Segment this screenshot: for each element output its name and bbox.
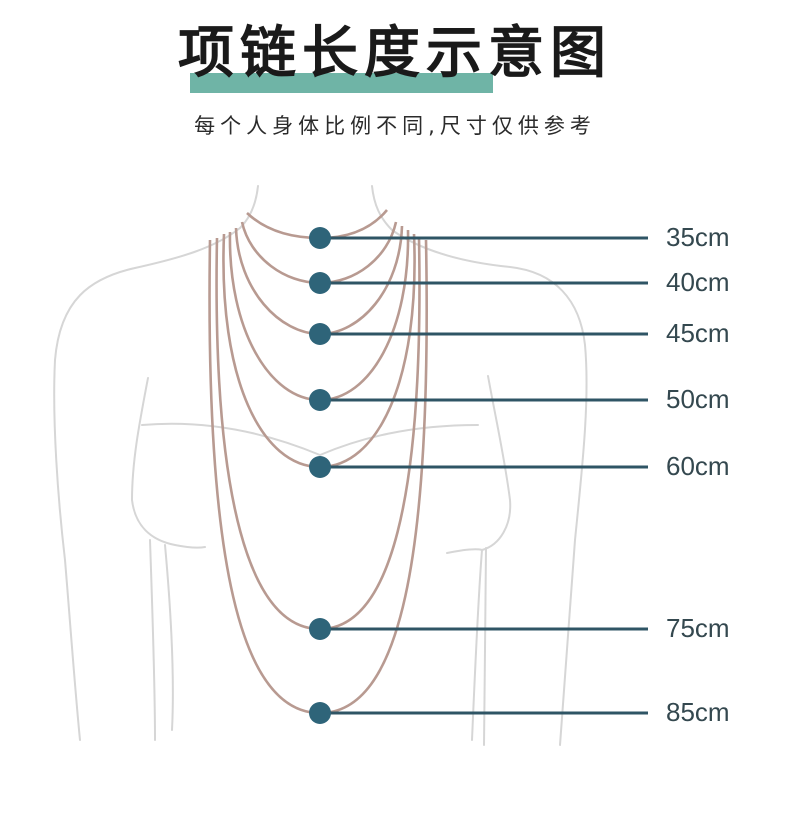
length-label-40cm: 40cm [666, 267, 730, 297]
length-label-35cm: 35cm [666, 222, 730, 252]
title-accent-bar [190, 73, 493, 93]
marker-75cm [309, 618, 648, 640]
page-title: 项链长度示意图 [178, 20, 612, 86]
marker-40cm [309, 272, 648, 294]
body-outline [53, 185, 588, 746]
marker-60cm [309, 456, 648, 478]
length-label-45cm: 45cm [666, 318, 730, 348]
length-label-75cm: 75cm [666, 613, 730, 643]
marker-50cm [309, 389, 648, 411]
marker-85cm [309, 702, 648, 724]
length-label-85cm: 85cm [666, 697, 730, 727]
marker-35cm [309, 227, 648, 249]
length-label-60cm: 60cm [666, 451, 730, 481]
subtitle: 每个人身体比例不同,尺寸仅供参考 [194, 114, 596, 138]
length-markers [309, 227, 648, 724]
header: 项链长度示意图 [0, 0, 790, 100]
length-label-50cm: 50cm [666, 384, 730, 414]
marker-45cm [309, 323, 648, 345]
